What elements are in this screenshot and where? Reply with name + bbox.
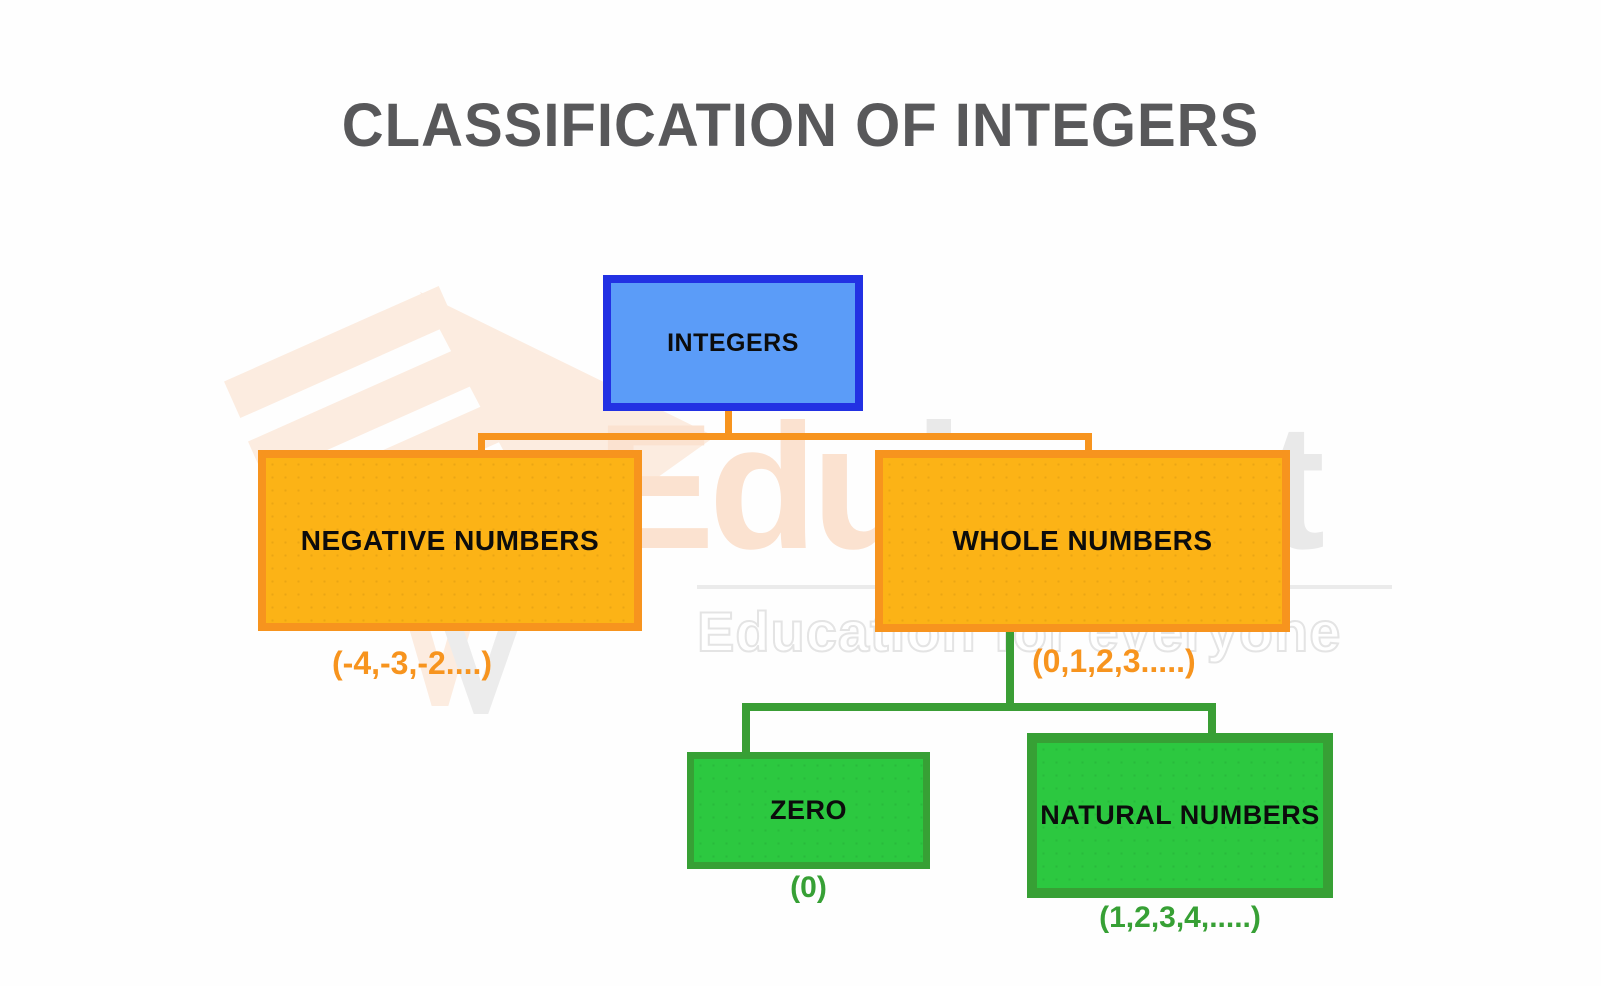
caption-zero: (0) bbox=[790, 871, 827, 904]
node-whole-numbers: WHOLE NUMBERS bbox=[875, 450, 1290, 632]
node-integers-label: INTEGERS bbox=[667, 328, 799, 357]
connector-drop-zero bbox=[742, 703, 750, 754]
connector-drop-natural bbox=[1208, 703, 1216, 735]
connector-integers-stub bbox=[725, 411, 732, 437]
node-negative-numbers-label: NEGATIVE NUMBERS bbox=[300, 524, 600, 556]
node-integers: INTEGERS bbox=[603, 275, 863, 411]
page-title: CLASSIFICATION OF INTEGERS bbox=[341, 91, 1260, 160]
watermark-brand-edu: Edu bbox=[596, 387, 920, 586]
node-zero: ZERO bbox=[687, 752, 930, 869]
node-natural-numbers-label: NATURAL NUMBERS bbox=[1040, 800, 1320, 830]
node-natural-numbers: NATURAL NUMBERS bbox=[1027, 733, 1333, 898]
connector-integers-horizontal bbox=[478, 433, 1092, 440]
node-zero-label: ZERO bbox=[769, 795, 847, 825]
node-negative-numbers: NEGATIVE NUMBERS bbox=[258, 450, 642, 631]
connector-whole-horizontal bbox=[742, 703, 1216, 711]
caption-natural-numbers: (1,2,3,4,.....) bbox=[1099, 901, 1261, 934]
caption-whole-numbers: (0,1,2,3.....) bbox=[1032, 643, 1196, 679]
connector-whole-stub bbox=[1006, 632, 1014, 710]
connector-drop-whole bbox=[1085, 433, 1092, 454]
node-whole-numbers-label: WHOLE NUMBERS bbox=[952, 525, 1213, 556]
caption-negative-numbers: (-4,-3,-2....) bbox=[332, 645, 493, 681]
connector-drop-negative bbox=[478, 433, 485, 452]
